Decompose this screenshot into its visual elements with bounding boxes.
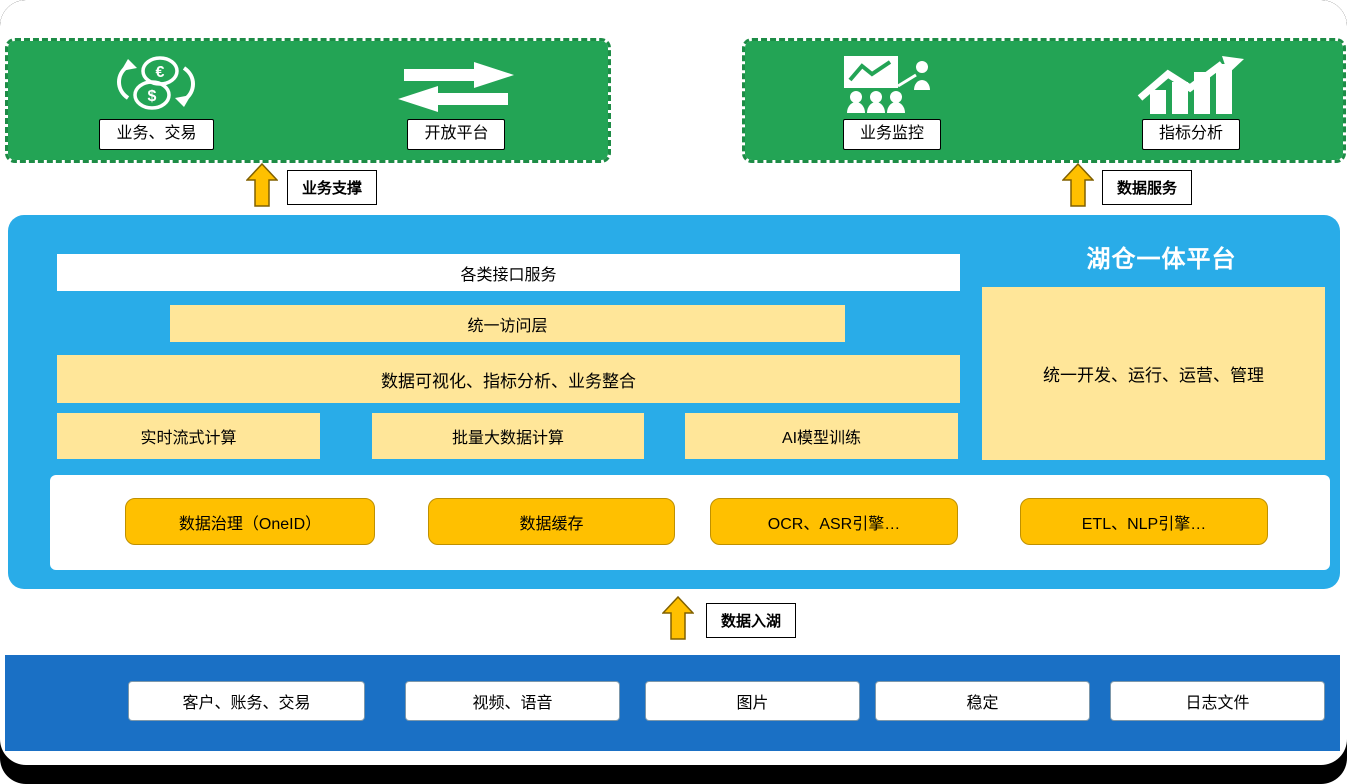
compute-box-realtime: 实时流式计算 — [57, 413, 320, 459]
metrics-analysis-label: 指标分析 — [1141, 119, 1240, 150]
data-service-arrow-icon — [1062, 163, 1094, 207]
engine-box-governance: 数据治理（OneID） — [125, 498, 375, 545]
open-platform-label: 开放平台 — [407, 119, 506, 150]
growth-chart-icon — [1136, 49, 1246, 115]
source-box-image: 图片 — [645, 681, 860, 721]
unified-access-bar: 统一访问层 — [170, 305, 845, 342]
source-box-customer: 客户、账务、交易 — [128, 681, 365, 721]
platform-panel: 湖仓一体平台 各类接口服务 统一访问层 数据可视化、指标分析、业务整合 实时流式… — [8, 215, 1340, 589]
business-monitoring-item: 业务监控 — [842, 41, 942, 160]
engine-box-etl-nlp: ETL、NLP引擎… — [1020, 498, 1268, 545]
data-ingest-arrow-icon — [662, 596, 694, 640]
currency-exchange-icon: € $ — [114, 49, 198, 114]
business-apps-panel: € $ 业务、交易 开放平台 — [5, 38, 611, 163]
interface-service-bar: 各类接口服务 — [57, 254, 960, 291]
business-support-label: 业务支撑 — [287, 170, 378, 205]
business-trade-item: € $ 业务、交易 — [99, 41, 214, 160]
platform-title: 湖仓一体平台 — [1086, 246, 1237, 273]
business-monitoring-label: 业务监控 — [842, 119, 941, 150]
data-source-panel: 客户、账务、交易 视频、语音 图片 稳定 日志文件 — [5, 655, 1340, 751]
management-panel: 统一开发、运行、运营、管理 — [982, 287, 1325, 460]
engine-box-ocr-asr: OCR、ASR引擎… — [710, 498, 958, 545]
business-support-arrow-icon — [246, 163, 278, 207]
business-trade-label: 业务、交易 — [99, 119, 214, 150]
engine-box-cache: 数据缓存 — [428, 498, 675, 545]
data-service-label: 数据服务 — [1102, 170, 1193, 205]
monitoring-panel: 业务监控 指标分析 — [742, 38, 1346, 163]
source-box-video: 视频、语音 — [405, 681, 620, 721]
business-monitoring-icon — [842, 49, 942, 114]
engine-container: 数据治理（OneID） 数据缓存 OCR、ASR引擎… ETL、NLP引擎… — [50, 475, 1330, 570]
open-platform-item: 开放平台 — [396, 41, 516, 160]
compute-box-batch: 批量大数据计算 — [372, 413, 644, 459]
svg-text:$: $ — [148, 88, 157, 105]
compute-box-ai: AI模型训练 — [685, 413, 958, 459]
source-box-stable: 稳定 — [875, 681, 1090, 721]
source-box-log: 日志文件 — [1110, 681, 1325, 721]
data-ingest-label: 数据入湖 — [706, 603, 797, 638]
visualization-bar: 数据可视化、指标分析、业务整合 — [57, 355, 960, 403]
transfer-arrows-icon — [396, 49, 516, 114]
metrics-analysis-item: 指标分析 — [1136, 41, 1246, 160]
svg-text:€: € — [156, 64, 165, 81]
slide-background: € $ 业务、交易 开放平台 — [0, 0, 1347, 765]
